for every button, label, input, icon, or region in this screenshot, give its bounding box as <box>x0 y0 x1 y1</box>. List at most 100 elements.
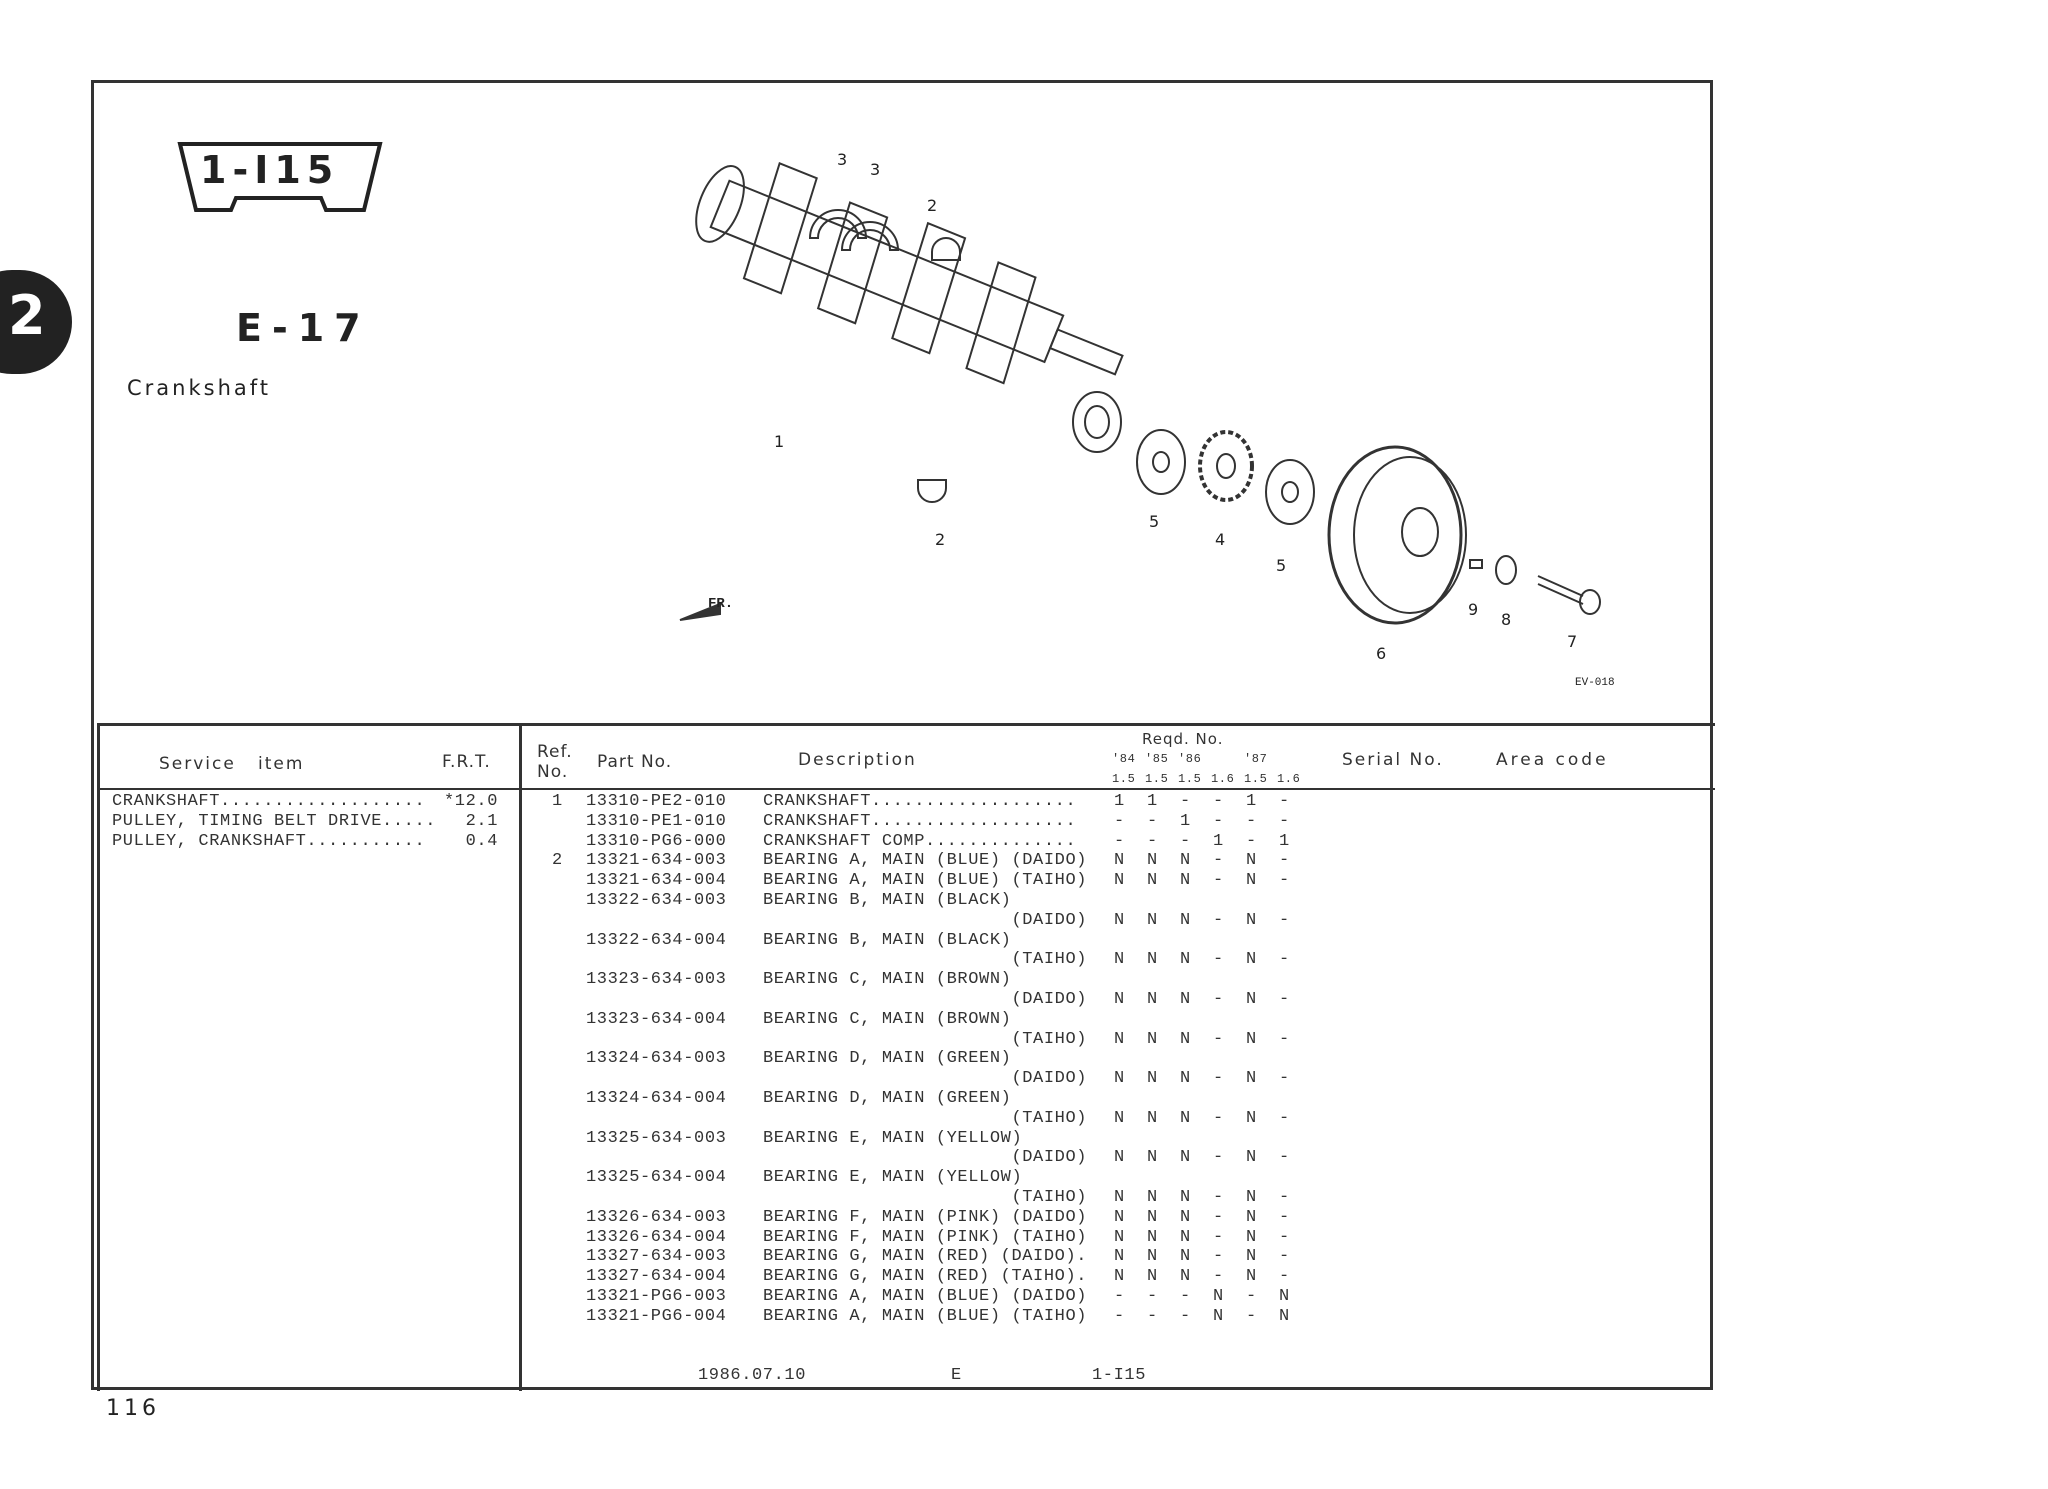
part-qty: N <box>1114 1207 1125 1227</box>
part-qty: N <box>1246 1227 1257 1247</box>
part-qty: - <box>1246 1287 1257 1306</box>
part-qty: N <box>1246 1108 1257 1128</box>
part-number: 13323-634-003 <box>586 970 727 990</box>
part-qty: N <box>1114 851 1125 871</box>
section-tab[interactable]: 2 <box>0 270 72 374</box>
part-qty: 1 <box>1279 831 1290 851</box>
part-qty: - <box>1180 1306 1191 1326</box>
part-qty: - <box>1279 950 1290 970</box>
header-frt: F.R.T. <box>442 752 491 772</box>
callout-number: 2 <box>927 196 938 215</box>
part-qty: - <box>1279 811 1290 831</box>
part-qty: 1 <box>1213 831 1224 851</box>
front-arrow-icon <box>679 602 721 621</box>
column-divider <box>519 723 522 1391</box>
part-qty: - <box>1213 811 1224 831</box>
callout-number: 3 <box>870 160 881 179</box>
part-qty: - <box>1279 1148 1290 1168</box>
part-qty: N <box>1180 1069 1191 1089</box>
part-qty: N <box>1279 1306 1290 1326</box>
part-number: 13322-634-003 <box>586 891 727 910</box>
part-qty: 1 <box>1114 792 1125 811</box>
service-item-name: PULLEY, TIMING BELT DRIVE..... <box>112 811 437 831</box>
part-description: BEARING A, MAIN (BLUE) (DAIDO) <box>763 1287 1088 1306</box>
callout-number: 5 <box>1276 556 1287 575</box>
part-qty: N <box>1147 1148 1158 1168</box>
part-qty: - <box>1147 811 1158 831</box>
part-qty: N <box>1246 950 1257 970</box>
part-qty: - <box>1213 871 1224 891</box>
part-qty: N <box>1147 851 1158 871</box>
part-description: BEARING A, MAIN (BLUE) (TAIHO) <box>763 871 1088 891</box>
part-description: BEARING D, MAIN (GREEN) <box>763 1089 1012 1108</box>
part-description: (DAIDO) <box>763 910 1088 930</box>
part-qty: 1 <box>1147 792 1158 811</box>
header-part-no: Part No. <box>597 752 673 772</box>
part-qty: - <box>1180 1287 1191 1306</box>
part-qty: - <box>1213 1207 1224 1227</box>
part-qty: N <box>1246 1069 1257 1089</box>
part-qty: N <box>1180 1029 1191 1049</box>
illustration-code: EV-018 <box>1575 677 1615 689</box>
callout-number: 2 <box>935 530 946 549</box>
callout-number: 4 <box>1215 530 1226 549</box>
part-qty: - <box>1180 831 1191 851</box>
part-qty: - <box>1213 851 1224 871</box>
part-qty: - <box>1279 1188 1290 1207</box>
part-qty: - <box>1279 990 1290 1009</box>
part-description: (DAIDO) <box>763 990 1088 1009</box>
callout-number: 8 <box>1501 610 1512 629</box>
header-displacement: 1.5 <box>1178 772 1202 786</box>
footer-ref: 1-I15 <box>1092 1366 1147 1385</box>
footer-date: 1986.07.10 <box>698 1366 807 1385</box>
part-qty: N <box>1114 1148 1125 1168</box>
part-number: 13325-634-003 <box>586 1128 727 1148</box>
part-qty: N <box>1147 1069 1158 1089</box>
crankshaft-illustration <box>695 161 1124 385</box>
part-qty: N <box>1114 950 1125 970</box>
part-description: (TAIHO) <box>763 1029 1088 1049</box>
part-qty: - <box>1279 1227 1290 1247</box>
part-description: BEARING E, MAIN (YELLOW) <box>763 1128 1023 1148</box>
part-qty: - <box>1279 910 1290 930</box>
part-qty: 1 <box>1180 811 1191 831</box>
crankshaft-exploded-diagram <box>679 161 1601 625</box>
part-qty: - <box>1279 792 1290 811</box>
part-qty: - <box>1114 831 1125 851</box>
part-qty: N <box>1147 1029 1158 1049</box>
page-number: 116 <box>106 1396 160 1421</box>
header-no: No. <box>537 762 569 782</box>
part-qty: - <box>1279 1207 1290 1227</box>
part-qty: N <box>1147 871 1158 891</box>
header-reqd-no: Reqd. No. <box>1142 730 1224 748</box>
part-qty: N <box>1114 1188 1125 1207</box>
washer-illustration <box>1265 459 1315 525</box>
part-description: CRANKSHAFT COMP.............. <box>763 831 1077 851</box>
part-qty: N <box>1114 910 1125 930</box>
part-description: (DAIDO) <box>763 1148 1088 1168</box>
part-qty: N <box>1114 1029 1125 1049</box>
header-year: '86 <box>1178 752 1202 766</box>
part-qty: - <box>1213 1267 1224 1287</box>
part-qty: - <box>1246 811 1257 831</box>
part-qty: - <box>1114 811 1125 831</box>
part-qty: N <box>1147 990 1158 1009</box>
part-description: BEARING G, MAIN (RED) (TAIHO). <box>763 1267 1088 1287</box>
part-qty: N <box>1246 1148 1257 1168</box>
part-description: CRANKSHAFT................... <box>763 792 1077 811</box>
part-qty: - <box>1147 1306 1158 1326</box>
part-qty: N <box>1180 871 1191 891</box>
part-qty: N <box>1180 950 1191 970</box>
part-qty: N <box>1180 1188 1191 1207</box>
main-bearing-illustration <box>808 209 961 503</box>
group-code: E-17 <box>236 306 371 350</box>
part-qty: N <box>1180 1227 1191 1247</box>
oil-seal-illustration <box>1072 391 1122 453</box>
group-title: Crankshaft <box>127 376 272 400</box>
part-qty: N <box>1114 871 1125 891</box>
part-qty: N <box>1246 1029 1257 1049</box>
part-qty: - <box>1279 851 1290 871</box>
part-number: 13323-634-004 <box>586 1009 727 1029</box>
part-qty: N <box>1246 1267 1257 1287</box>
part-qty: N <box>1114 1069 1125 1089</box>
